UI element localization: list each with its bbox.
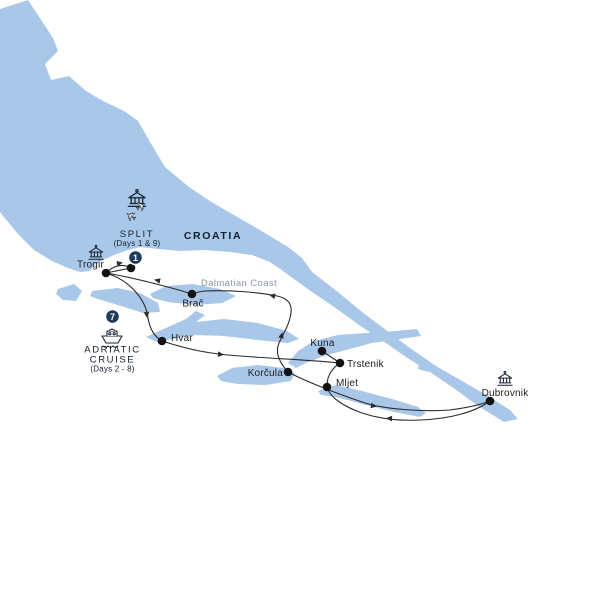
route-direction-arrows (116, 261, 393, 422)
split-nights-badge-number: 1 (133, 253, 138, 263)
cruise-label-line2: CRUISE (90, 355, 136, 366)
split-nights-badge-circle (127, 249, 144, 266)
stop-dot-mljet (322, 382, 332, 392)
arrow-to-split (116, 261, 123, 267)
peninsula-peljesac (288, 329, 421, 368)
island-ciovo-solta (90, 288, 160, 313)
landmark-icon-dubrovnik (497, 370, 513, 386)
place-label-brac: Brač (182, 299, 203, 310)
arrow-return-from-dubrovnik (386, 415, 393, 422)
stop-dot-korcula (283, 367, 293, 377)
landmark-icon-split (127, 189, 147, 207)
stop-dot-dubrovnik (485, 396, 495, 406)
place-label-hvar: Hvar (171, 333, 193, 344)
cruise-nights-badge-circle (104, 308, 121, 325)
place-label-korcula: Korčula (248, 368, 284, 379)
cruise-nights-badge-number: 7 (110, 312, 115, 322)
island-korcula (217, 365, 295, 385)
route-dubrovnik-mljet-return (326, 386, 491, 421)
island-mljet (318, 385, 426, 417)
arrow-north-from-korcula (278, 332, 284, 339)
place-label-mljet: Mljet (336, 378, 358, 389)
route-korcula-dubrovnik (287, 371, 491, 412)
cruise-nights-badge: 7 (104, 308, 121, 325)
arrow-to-trstenik (217, 351, 224, 357)
stop-dot-trogir (101, 268, 111, 278)
stop-dot-trstenik (335, 358, 345, 368)
country-label: CROATIA (184, 230, 242, 242)
landmass-croatia-mainland (0, 0, 518, 422)
place-label-kuna: Kuna (310, 338, 334, 349)
island-elafiti (418, 362, 431, 372)
arrow-to-hvar (143, 311, 150, 318)
cruise-days-label: (Days 2 - 8) (90, 365, 134, 374)
route-trogir-hvar (105, 272, 163, 342)
arrow-to-trogir (154, 278, 161, 284)
stop-dot-brac (187, 289, 197, 299)
place-label-trstenik: Trstenik (347, 359, 385, 370)
mainland-dalmatia (0, 0, 518, 422)
arrow-to-dubrovnik (370, 402, 377, 409)
cruise-ship-icon (101, 328, 123, 348)
landmark-icon-trogir (88, 244, 104, 260)
cruise-label-line1: ADRIATIC (84, 345, 140, 356)
stop-dot-kuna (317, 346, 327, 356)
map-labels: CROATIA Dalmatian Coast SPLIT (Days 1 & … (77, 229, 529, 399)
adriatic-cruise-label-block: ADRIATIC CRUISE (Days 2 - 8) (84, 345, 140, 374)
route-hvar-trstenik (161, 340, 341, 364)
island-drvenik (56, 284, 82, 301)
split-nights-badge: 1 (127, 249, 144, 266)
place-label-dubrovnik: Dubrovnik (482, 388, 530, 399)
place-days-split: (Days 1 & 9) (114, 239, 161, 248)
arrow-coast-west (269, 293, 276, 299)
place-label-trogir: Trogir (77, 260, 104, 271)
stop-dots (101, 263, 495, 406)
stop-dot-hvar (157, 336, 167, 346)
place-label-split: SPLIT (120, 229, 154, 240)
region-label-dalmatian-coast: Dalmatian Coast (201, 278, 277, 289)
stop-dot-split (126, 263, 136, 273)
island-hvar (146, 311, 299, 343)
